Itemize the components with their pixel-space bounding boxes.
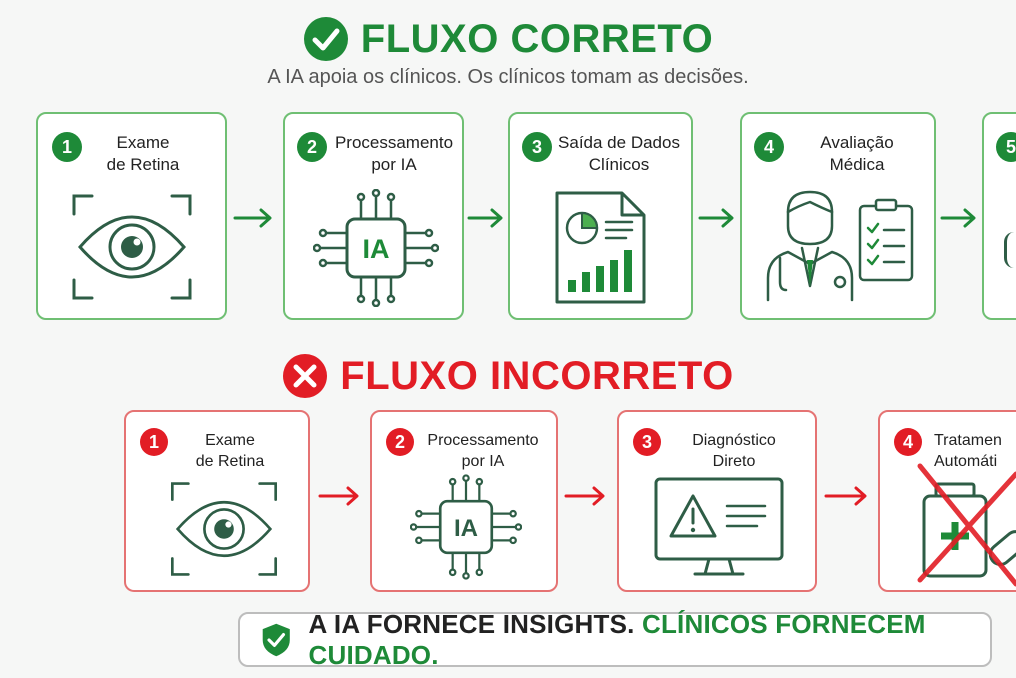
flow-arrow <box>698 208 734 228</box>
correct-step-4-card: 4 Avaliação Médica <box>740 112 936 320</box>
doctor-clipboard-icon <box>766 190 914 302</box>
flow-arrow <box>824 486 867 506</box>
flow-arrow <box>467 208 503 228</box>
footer-text-part1: A IA FORNECE INSIGHTS. <box>308 608 635 639</box>
partial-icon <box>1004 232 1016 268</box>
footer-text-part2: CLÍNICOS FORNECEM CUIDADO. <box>308 608 926 670</box>
step-title: Exame de Retina <box>106 133 180 174</box>
step-number-badge: 4 <box>894 428 922 456</box>
flow-arrow <box>318 486 359 506</box>
step-number-badge: 5 <box>996 132 1016 162</box>
chip-label: IA <box>363 234 390 264</box>
check-circle-icon <box>303 17 348 61</box>
crossed-medication-icon <box>917 463 1016 587</box>
x-circle-icon <box>283 354 328 398</box>
step-number-badge: 4 <box>754 132 784 162</box>
monitor-warning-icon <box>654 477 784 576</box>
step-number-badge: 2 <box>386 428 414 456</box>
correct-flow-header: FLUXO CORRETO <box>0 16 1016 62</box>
incorrect-step-2-card: 2 Processamento por IA IA <box>370 410 558 592</box>
step-number-badge: 2 <box>297 132 327 162</box>
report-document-icon <box>555 191 646 304</box>
footer-banner: A IA FORNECE INSIGHTS. CLÍNICOS FORNECEM… <box>238 608 992 670</box>
ai-chip-icon: IA <box>313 189 439 307</box>
step-number-badge: 3 <box>522 132 552 162</box>
step-title: Exame de Retina <box>195 432 265 470</box>
flow-arrow <box>940 208 976 228</box>
step-title: Processamento por IA <box>334 133 454 174</box>
ai-chip-icon: IA <box>410 474 522 580</box>
step-number-badge: 3 <box>633 428 661 456</box>
step-title: Avaliação Médica <box>820 133 894 174</box>
eye-scan-icon <box>72 194 192 300</box>
incorrect-step-4-card: 4 Tratamen Automáti <box>878 410 1016 592</box>
incorrect-flow-title: FLUXO INCORRETO <box>340 353 734 398</box>
step-number-badge: 1 <box>140 428 168 456</box>
correct-step-1-card: 1 Exame de Retina <box>36 112 227 320</box>
step-title: Diagnóstico Direto <box>692 432 776 470</box>
correct-flow-subtitle: A IA apoia os clínicos. Os clínicos toma… <box>267 66 749 88</box>
step-number-badge: 1 <box>52 132 82 162</box>
correct-flow-title: FLUXO CORRETO <box>360 16 714 61</box>
step-title: Tratamen Automáti <box>934 432 1002 470</box>
correct-step-5-card: 5 <box>982 112 1016 320</box>
shield-check-icon <box>262 623 290 656</box>
step-title: Saída de Dados Clínicos <box>558 133 680 174</box>
incorrect-step-1-card: 1 Exame de Retina <box>124 410 310 592</box>
incorrect-flow-header: FLUXO INCORRETO <box>0 353 1016 399</box>
flow-arrow <box>564 486 605 506</box>
incorrect-step-3-card: 3 Diagnóstico Direto <box>617 410 817 592</box>
flow-arrow <box>233 208 272 228</box>
eye-scan-icon <box>170 482 278 576</box>
correct-step-2-card: 2 Processamento por IA IA <box>283 112 464 320</box>
step-title: Processamento por IA <box>427 432 539 470</box>
correct-step-3-card: 3 Saída de Dados Clínicos <box>508 112 693 320</box>
chip-label: IA <box>454 515 478 542</box>
